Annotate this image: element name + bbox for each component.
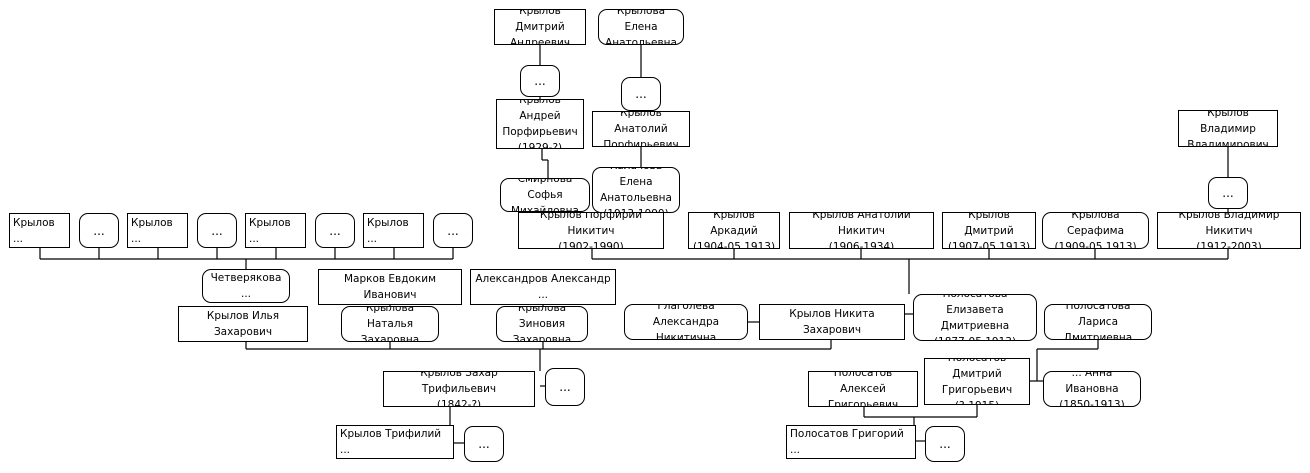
person-krylov-2[interactable]: Крылов ... <box>127 213 188 248</box>
unknown-person-box[interactable]: ... <box>520 65 560 97</box>
unknown-person-box[interactable]: ... <box>1208 177 1248 209</box>
person-vladimir-vladimirovich[interactable]: Крылов Владимир Владимирович <box>1178 110 1278 147</box>
unknown-person-box[interactable]: ... <box>925 426 965 462</box>
unknown-person-box[interactable]: ... <box>621 77 661 111</box>
unknown-person-box[interactable]: ... <box>464 426 504 462</box>
person-vladimir-nikitich[interactable]: Крылов Владимир Никитич (1912-2003) <box>1157 212 1301 249</box>
person-dmitry-andreevich[interactable]: Крылов Дмитрий Андреевич <box>494 9 586 45</box>
person-kalachova-elena[interactable]: Калачова Елена Анатольевна (1913-1990) <box>592 167 680 213</box>
unknown-person-box[interactable]: ... <box>315 213 355 248</box>
person-krylov-1[interactable]: Крылов ... <box>9 213 70 248</box>
unknown-person-box[interactable]: ... <box>433 213 473 248</box>
person-polosatov-dmitry[interactable]: Полосатов Дмитрий Григорьевич (?-1915) <box>924 358 1030 405</box>
person-natalya-zakharovna[interactable]: Крылова Наталья Захаровна <box>341 306 439 342</box>
unknown-person-box[interactable]: ... <box>79 213 119 248</box>
person-dmitry-nikitich[interactable]: Крылов Дмитрий (1907-05.1913) <box>942 212 1036 249</box>
person-nikita-zakharovich[interactable]: Крылов Никита Захарович <box>759 304 905 340</box>
person-andrey-porfiryevich[interactable]: Крылов Андрей Порфирьевич (1929-?) <box>496 99 584 149</box>
person-arkady[interactable]: Крылов Аркадий (1904-05.1913) <box>688 212 780 249</box>
person-zakhar-trifilyevich[interactable]: Крылов Захар Трифильевич (1842-?) <box>383 371 535 407</box>
person-anatoly-nikitich[interactable]: Крылов Анатолий Никитич (1906-1934) <box>789 212 934 249</box>
unknown-person-box[interactable]: ... <box>545 368 585 406</box>
person-smirnova-sofya[interactable]: Смирнова Софья Михайловна <box>500 178 590 212</box>
person-krylov-3[interactable]: Крылов ... <box>245 213 306 248</box>
person-zinoviya-zakharovna[interactable]: Крылова Зиновия Захаровна <box>496 306 588 342</box>
person-polosatov-aleksey[interactable]: Полосатов Алексей Григорьевич <box>808 371 918 407</box>
person-elena-anatolyevna[interactable]: Крылова Елена Анатольевна <box>598 9 684 45</box>
person-krylov-4[interactable]: Крылов ... <box>363 213 424 248</box>
person-ilya-zakharovich[interactable]: Крылов Илья Захарович <box>178 306 308 342</box>
person-serafima[interactable]: Крылова Серафима (1909-05.1913) <box>1042 212 1149 249</box>
person-anatoly-porfiryevich[interactable]: Крылов Анатолий Порфирьевич <box>592 111 690 147</box>
person-anna-ivanovna[interactable]: ... Анна Ивановна (1850-1913) <box>1043 371 1141 407</box>
person-aleksandrov-aleksandr[interactable]: Александров Александр ... <box>470 269 616 305</box>
person-polosatova-larisa[interactable]: Полосатова Лариса Дмитриевна <box>1044 304 1152 340</box>
unknown-person-box[interactable]: ... <box>197 213 237 248</box>
person-porfiry-nikitich[interactable]: Крылов Порфирий Никитич (1902-1990) <box>518 212 664 249</box>
person-markov-evdokim[interactable]: Марков Евдоким Иванович <box>318 269 462 305</box>
person-trifily[interactable]: Крылов Трифилий ... <box>336 425 454 459</box>
person-chetveryakova[interactable]: Четверякова ... <box>202 269 290 303</box>
person-glagoleva-aleksandra[interactable]: Глаголева Александра Никитична <box>624 304 748 340</box>
person-polosatova-elizaveta[interactable]: Полосатова Елизавета Дмитриевна (1877-05… <box>913 294 1037 341</box>
person-polosatov-grigory[interactable]: Полосатов Григорий ... <box>786 425 916 459</box>
